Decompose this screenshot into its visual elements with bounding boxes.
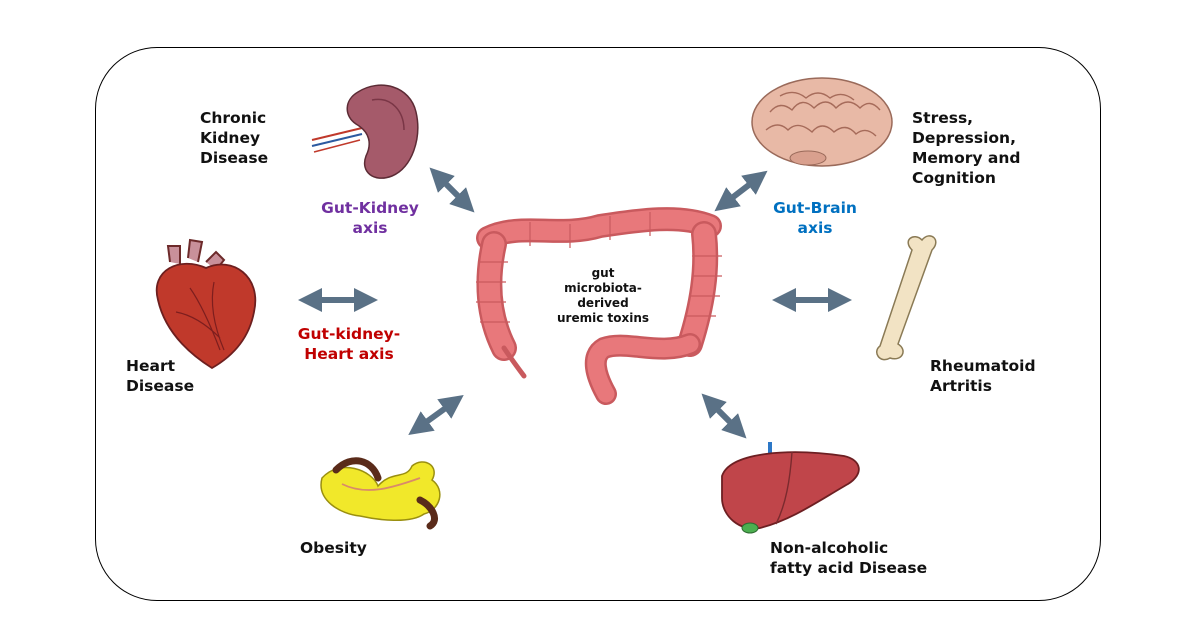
label-chronic-kidney-disease: Chronic Kidney Disease <box>200 108 268 168</box>
bone-label-line-2: Artritis <box>930 377 992 395</box>
gut-kidney-axis-line-1: Gut-Kidney <box>321 199 419 217</box>
kidney-label-line-1: Chronic <box>200 109 267 127</box>
liver-label-line-1: Non-alcoholic <box>770 539 889 557</box>
brain-label-line-1: Stress, <box>912 109 974 127</box>
kidney-label-line-3: Disease <box>200 149 269 167</box>
label-nafld: Non-alcoholic fatty acid Disease <box>770 538 927 578</box>
arrow-gut-obesity <box>408 394 464 436</box>
arrows <box>298 167 852 439</box>
label-stress-depression: Stress, Depression, Memory and Cognition <box>912 108 1020 188</box>
gut-kidney-heart-axis-line-1: Gut-kidney- <box>297 325 401 343</box>
liver-label-line-2: fatty acid Disease <box>770 559 928 577</box>
axis-label-gut-kidney: Gut-Kidney axis <box>300 198 440 238</box>
gut-kidney-heart-axis-line-2: Heart axis <box>304 345 394 363</box>
center-label: gut microbiota- derived uremic toxins <box>548 266 658 326</box>
kidney-icon <box>311 84 419 179</box>
gut-brain-axis-line-1: Gut-Brain <box>773 199 857 217</box>
label-obesity: Obesity <box>300 538 367 558</box>
liver-icon <box>721 442 860 534</box>
gut-brain-axis-line-2: axis <box>797 219 833 237</box>
arrow-gut-liver <box>701 393 747 439</box>
center-line-1: gut <box>591 266 615 280</box>
center-line-4: uremic toxins <box>556 311 650 325</box>
heart-label-line-2: Disease <box>126 377 195 395</box>
brain-icon <box>751 77 893 167</box>
axis-label-gut-brain: Gut-Brain axis <box>752 198 878 238</box>
center-line-3: derived <box>577 296 629 310</box>
kidney-label-line-2: Kidney <box>200 129 261 147</box>
heart-icon <box>155 238 257 370</box>
pancreas-fat-icon <box>320 457 441 530</box>
label-rheumatoid-arthritis: Rheumatoid Artritis <box>930 356 1036 396</box>
axis-label-gut-kidney-heart: Gut-kidney- Heart axis <box>274 324 424 364</box>
gut-kidney-axis-line-2: axis <box>352 219 388 237</box>
arrow-gut-kidney <box>429 167 475 213</box>
brain-label-line-2: Depression, <box>912 129 1016 147</box>
obesity-label-line-1: Obesity <box>300 539 367 557</box>
bone-icon <box>876 235 937 361</box>
heart-label-line-1: Heart <box>126 357 175 375</box>
diagram-frame <box>95 47 1101 601</box>
brain-label-line-4: Cognition <box>912 169 996 187</box>
center-line-2: microbiota- <box>564 281 642 295</box>
intestine-icon <box>476 207 722 405</box>
brain-label-line-3: Memory and <box>912 149 1021 167</box>
label-heart-disease: Heart Disease <box>126 356 194 396</box>
bone-label-line-1: Rheumatoid <box>930 357 1036 375</box>
arrow-gut-brain <box>714 170 768 212</box>
